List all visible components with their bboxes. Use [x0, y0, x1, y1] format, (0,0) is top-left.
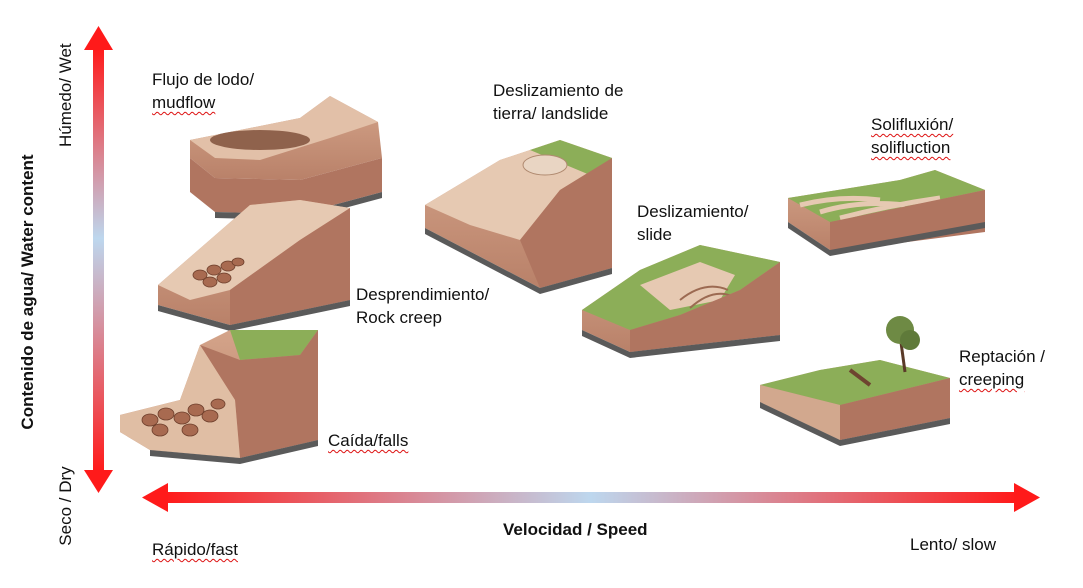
slide-illustration: [582, 245, 780, 358]
mudflow-illustration: [190, 96, 382, 220]
y-axis-title: Contenido de agua/ Water content: [18, 154, 37, 430]
rockcreep-illustration: [158, 200, 350, 331]
x-axis-right-label: Lento/ slow: [910, 535, 996, 554]
slide-label: Deslizamiento/ slide: [637, 202, 749, 244]
solifluction-illustration: [788, 170, 985, 256]
speed-arrow: [142, 483, 1040, 512]
falls-label: Caída/falls: [328, 431, 409, 450]
creeping-illustration: [760, 316, 950, 446]
x-axis-title: Velocidad / Speed: [503, 520, 648, 539]
landslide-illustration: [425, 140, 612, 294]
y-axis-bottom-label: Seco / Dry: [56, 466, 75, 546]
landslide-label: Deslizamiento de tierra/ landslide: [493, 81, 624, 123]
creeping-label: Reptación / creeping: [959, 347, 1045, 389]
y-axis-top-label: Húmedo/ Wet: [56, 43, 75, 147]
mudflow-label: Flujo de lodo/ mudflow: [152, 70, 255, 112]
falls-illustration: [120, 330, 318, 464]
rockcreep-label: Desprendimiento/ Rock creep: [356, 285, 490, 327]
x-axis-left-label: Rápido/fast: [152, 540, 238, 559]
solifluction-label: Solifluxión/ solifluction: [871, 115, 954, 157]
water-content-arrow: [84, 26, 113, 493]
